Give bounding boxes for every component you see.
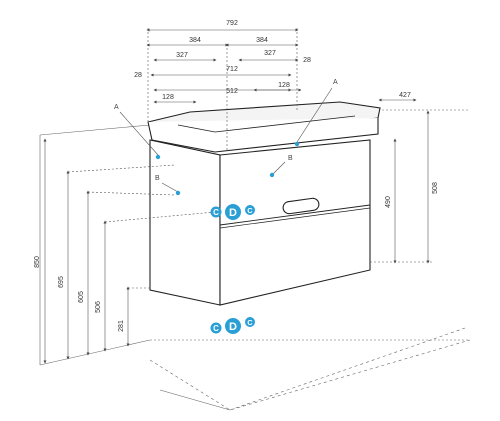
connection-c-bottom-right-circle (245, 317, 255, 327)
connection-d-bottom: D (229, 321, 237, 333)
dim-outer-left: 128 (162, 94, 174, 101)
dim-basin-left-half: 384 (189, 37, 201, 44)
connection-c-top-right-circle (245, 205, 255, 215)
connection-d-top-circle (225, 204, 241, 220)
dim-edge-left: 28 (134, 72, 142, 79)
left-height-lines (43, 138, 216, 364)
dim-outer-right: 128 (278, 82, 290, 89)
connection-c-top-right: C (247, 206, 253, 215)
connection-d-bottom-circle (225, 318, 241, 334)
dim-basin-right-half: 384 (256, 37, 268, 44)
dim-inner-right: 327 (264, 50, 276, 57)
marker-leaders (119, 87, 333, 193)
marker-dots (155, 141, 300, 196)
right-height-lines (370, 110, 432, 264)
dim-total-height-right: 508 (432, 182, 439, 194)
floor-guides (39, 109, 471, 411)
dim-cabinet-width: 512 (226, 88, 238, 95)
marker-a-right: A (333, 79, 338, 86)
marker-a-left: A (114, 104, 119, 111)
marker-b-right: B (288, 155, 293, 162)
connection-c-top-left: C (213, 208, 219, 217)
dim-height-850: 850 (34, 256, 41, 268)
dim-edge-right: 28 (303, 57, 311, 64)
dim-height-695: 695 (58, 276, 65, 288)
connection-c-bottom-left: C (213, 324, 219, 333)
connection-c-bottom-right: C (247, 318, 253, 327)
cabinet (149, 139, 371, 306)
connection-c-top-left-circle (210, 206, 222, 218)
dim-depth: 427 (399, 92, 411, 99)
dim-cabinet-height: 490 (385, 196, 392, 208)
dim-center-span: 712 (226, 66, 238, 73)
marker-b-left: B (155, 175, 160, 182)
basin (147, 101, 381, 153)
dim-height-281: 281 (118, 320, 125, 332)
top-dimension-lines (146, 28, 417, 150)
connection-group-bottom: C D C (210, 317, 255, 334)
connection-group-top: C D C (210, 204, 255, 220)
dim-height-605: 605 (78, 291, 85, 303)
connection-d-top: D (229, 207, 237, 219)
dim-overall-width: 792 (226, 20, 238, 27)
connection-c-bottom-left-circle (210, 322, 222, 334)
dim-height-506: 506 (95, 301, 102, 313)
dim-inner-left: 327 (176, 52, 188, 59)
